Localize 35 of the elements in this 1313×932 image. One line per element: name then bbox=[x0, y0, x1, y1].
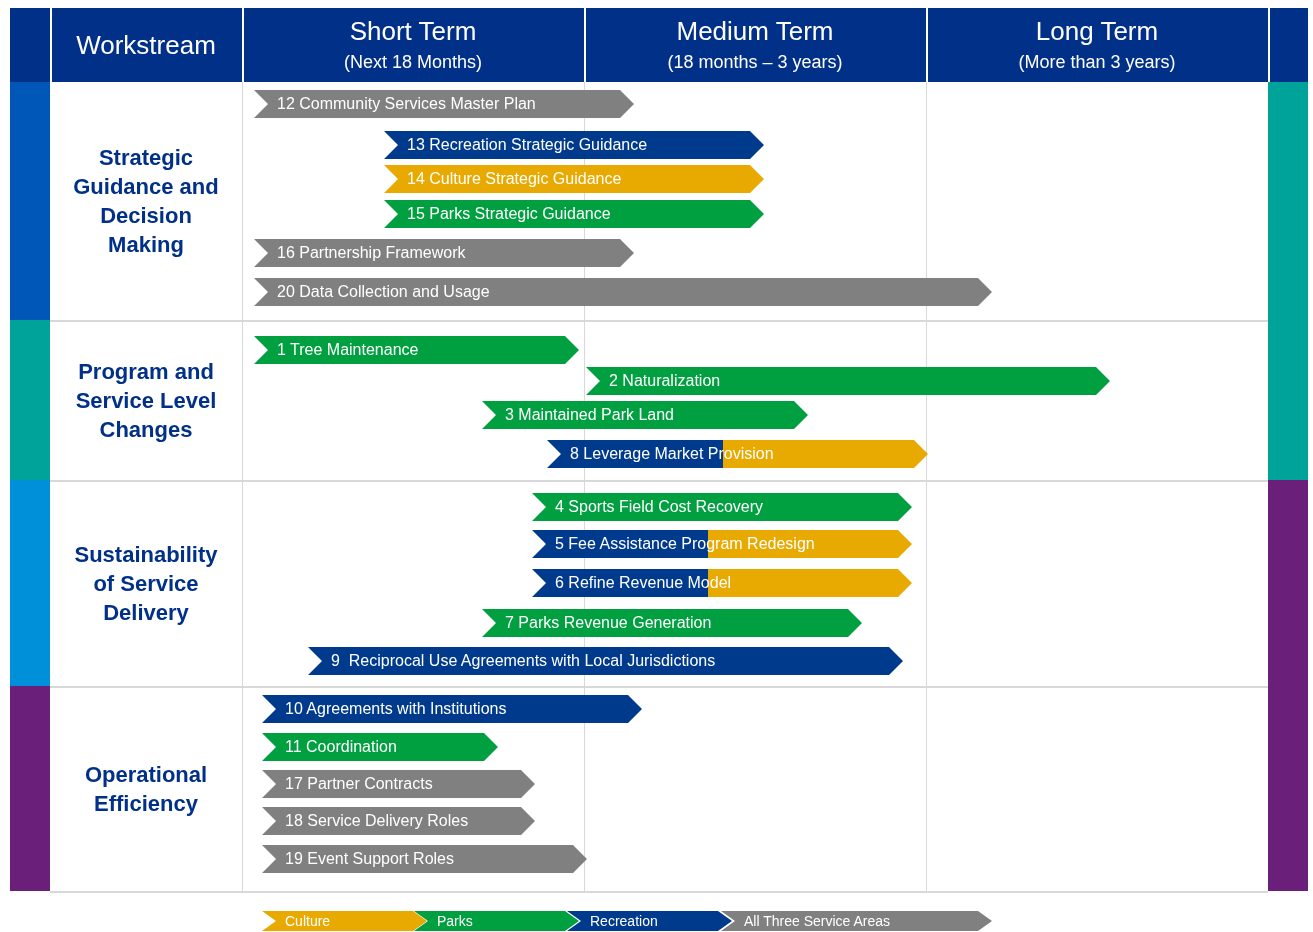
column-header: Workstream bbox=[76, 29, 216, 61]
task-label: 9 Reciprocal Use Agreements with Local Jurisdictions bbox=[331, 652, 716, 670]
legend-label: All Three Service Areas bbox=[744, 913, 891, 929]
workstream-label: Strategic Guidance and Decision Making bbox=[72, 144, 220, 259]
task-label: 20 Data Collection and Usage bbox=[277, 283, 490, 301]
workstream-label: Program and Service Level Changes bbox=[74, 357, 218, 444]
column-header: Medium Term bbox=[676, 15, 834, 47]
column-subheader: (18 months – 3 years) bbox=[667, 51, 843, 73]
task-label: 18 Service Delivery Roles bbox=[285, 812, 469, 830]
legend-label: Parks bbox=[437, 913, 473, 929]
task-label: 13 Recreation Strategic Guidance bbox=[407, 136, 648, 154]
column-header: Long Term bbox=[1035, 15, 1159, 47]
legend-label: Culture bbox=[285, 913, 331, 929]
workstream-label: Sustainability of Service Delivery bbox=[73, 540, 219, 627]
task-label: 10 Agreements with Institutions bbox=[285, 700, 507, 718]
task-label: 1 Tree Maintenance bbox=[277, 341, 419, 359]
task-label: 7 Parks Revenue Generation bbox=[505, 614, 712, 632]
timeline-bar bbox=[547, 440, 928, 468]
task-label: 17 Partner Contracts bbox=[285, 775, 433, 793]
task-label: 15 Parks Strategic Guidance bbox=[407, 205, 611, 223]
column-header: Short Term bbox=[349, 15, 477, 47]
column-subheader: (More than 3 years) bbox=[1018, 51, 1176, 73]
task-label: 4 Sports Field Cost Recovery bbox=[555, 498, 764, 516]
task-label: 16 Partnership Framework bbox=[277, 244, 466, 262]
workstream-label: Operational Efficiency bbox=[83, 760, 209, 818]
timeline-bar bbox=[586, 367, 1110, 395]
task-label: 19 Event Support Roles bbox=[285, 850, 454, 868]
timeline-bar bbox=[262, 845, 587, 873]
task-label: 2 Naturalization bbox=[609, 372, 721, 390]
task-label: 11 Coordination bbox=[285, 738, 397, 756]
task-label: 14 Culture Strategic Guidance bbox=[407, 170, 622, 188]
column-subheader: (Next 18 Months) bbox=[343, 51, 483, 73]
legend-label: Recreation bbox=[590, 913, 658, 929]
task-label: 3 Maintained Park Land bbox=[505, 406, 674, 424]
task-label: 12 Community Services Master Plan bbox=[277, 95, 536, 113]
